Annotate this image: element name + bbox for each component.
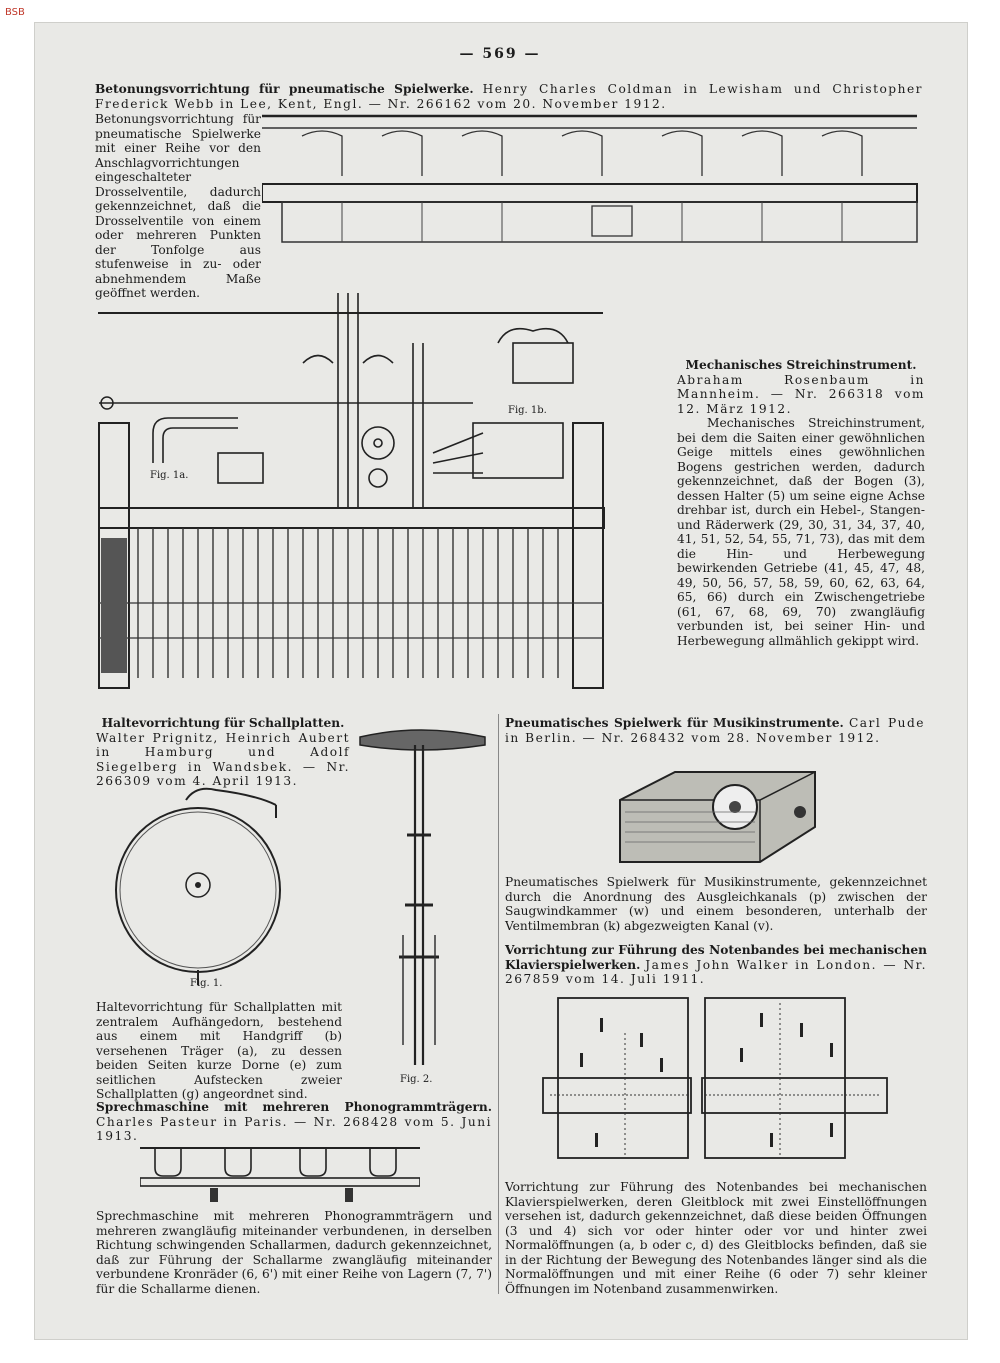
fig-1b-label: Fig. 1b.	[508, 405, 547, 416]
article-6-heading: Sprechmaschine mit mehreren Phonogrammtr…	[96, 1100, 492, 1144]
article-5-heading: Vorrichtung zur Führung des Notenbandes …	[505, 943, 927, 987]
article-3-title: Haltevorrichtung für Schallplatten.	[101, 716, 345, 730]
figure-1a-1b	[93, 283, 613, 703]
figure-record-holder-fig2	[355, 725, 495, 1070]
figure-pneumatic-block	[615, 762, 825, 867]
article-1-title: Betonungsvorrichtung für pneumatische Sp…	[95, 82, 474, 96]
fig-1-label: Fig. 1.	[190, 978, 223, 989]
figure-notenband	[540, 993, 895, 1173]
article-3-body: Haltevorrichtung für Schallplatten mit z…	[96, 1000, 342, 1101]
article-3-heading: Haltevorrichtung für Schallplatten. Walt…	[96, 716, 350, 789]
library-mark: BSB	[5, 7, 25, 18]
figure-top-mechanism	[262, 106, 922, 246]
figure-record-holder-fig1	[108, 780, 288, 990]
article-6-body: Sprechmaschine mit mehreren Phonogrammtr…	[96, 1209, 492, 1296]
article-2-body: Mechanisches Streichinstrument, bei dem …	[677, 416, 925, 648]
article-5-title: Vorrichtung zur Führung des Notenbandes …	[505, 943, 927, 972]
article-6-title: Sprechmaschine mit mehreren Phonogrammtr…	[96, 1100, 492, 1114]
article-2-author: Abraham Rosenbaum in Mannheim. — Nr. 266…	[677, 372, 925, 416]
fig-2-label: Fig. 2.	[400, 1074, 433, 1085]
article-3-author: Walter Prignitz, Heinrich Aubert in Hamb…	[96, 730, 350, 789]
article-4-title: Pneumatisches Spielwerk für Musikinstrum…	[505, 716, 844, 730]
article-1-heading: Betonungsvorrichtung für pneumatische Sp…	[95, 82, 923, 111]
column-divider	[498, 714, 499, 1294]
article-4-author: Carl Pude in Berlin. — Nr. 268432 vom 28…	[505, 716, 926, 745]
article-2-text: Mechanisches Streichinstrument. Abraham …	[677, 358, 925, 648]
article-2-title: Mechanisches Streichinstrument.	[685, 358, 917, 372]
article-5-author: James John Walker in London. — Nr. 26785…	[505, 957, 928, 987]
article-4-heading: Pneumatisches Spielwerk für Musikinstrum…	[505, 716, 925, 745]
article-6-author: Charles Pasteur in Paris. — Nr. 268428 v…	[96, 1114, 492, 1144]
article-5-body: Vorrichtung zur Führung des Notenbandes …	[505, 1180, 927, 1296]
fig-1a-label: Fig. 1a.	[150, 470, 189, 481]
article-1-author: Henry Charles Coldman in Lewisham und Ch…	[95, 82, 924, 111]
article-1-body: Betonungsvorrichtung für pneumatische Sp…	[95, 112, 261, 300]
page-number: — 569 —	[459, 46, 541, 62]
article-4-body: Pneumatisches Spielwerk für Musikinstrum…	[505, 875, 927, 933]
figure-sprechmaschine	[140, 1138, 420, 1206]
